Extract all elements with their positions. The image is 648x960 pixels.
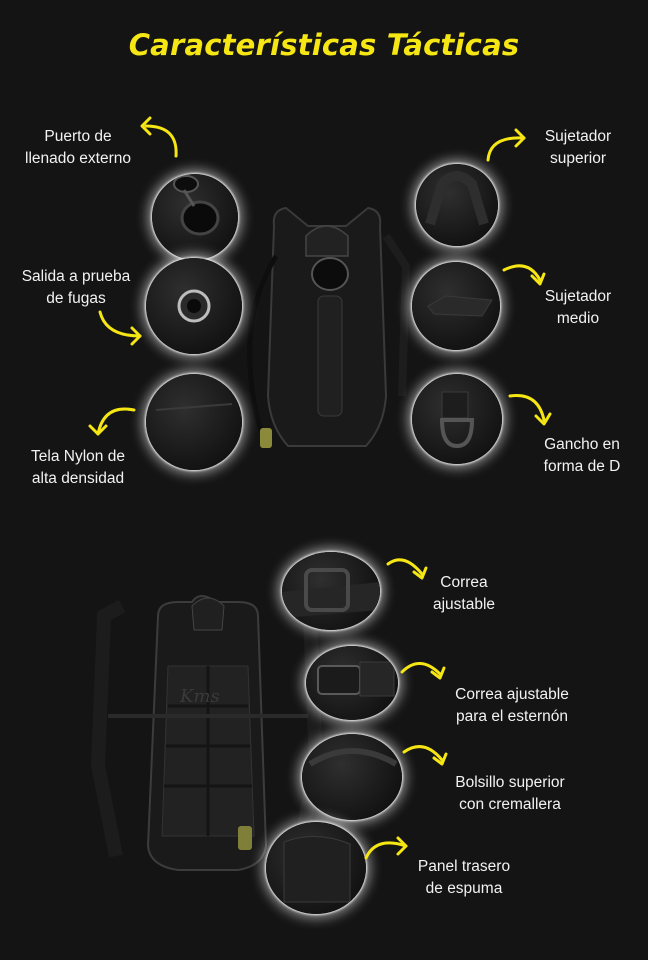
leakproof-outlet-circle xyxy=(146,258,242,354)
d-ring-circle xyxy=(412,374,502,464)
sternum-buckle-circle xyxy=(306,646,398,720)
label-middle-strap: Sujetador medio xyxy=(544,288,612,327)
middle-strap-circle xyxy=(412,262,500,350)
label-zipper-pocket: Bolsillo superior con cremallera xyxy=(455,774,565,813)
label-leakproof: Salida a prueba de fugas xyxy=(21,268,131,307)
label-d-ring: Gancho en forma de D xyxy=(543,436,621,475)
arrow-zipper-pocket-icon xyxy=(402,745,448,766)
buckle-strap-circle xyxy=(282,552,380,630)
foam-panel-icon xyxy=(283,835,351,903)
arrow-top-handle-icon xyxy=(486,128,526,162)
middle-strap-icon xyxy=(427,295,493,317)
backpack-front-image xyxy=(247,206,411,448)
top-handle-icon xyxy=(425,171,489,226)
arrow-leakproof-icon xyxy=(98,310,142,346)
buckle-strap-icon xyxy=(282,568,380,618)
label-sternum-strap: Correa ajustable para el esternón xyxy=(455,686,569,725)
foam-panel-circle xyxy=(266,822,366,914)
label-foam-panel: Panel trasero de espuma xyxy=(417,858,511,897)
arrow-sternum-strap-icon xyxy=(400,662,446,680)
arrow-nylon-icon xyxy=(88,407,136,436)
page-title: Características Tácticas xyxy=(128,28,520,62)
label-fill-port: Puerto de llenado externo xyxy=(25,128,131,167)
arrow-middle-strap-icon xyxy=(502,264,546,286)
arrow-d-ring-icon xyxy=(508,394,552,426)
nylon-fabric-icon xyxy=(155,403,233,411)
zipper-pocket-icon xyxy=(308,748,398,767)
leakproof-outlet-icon xyxy=(177,289,211,323)
arrow-fill-port-icon xyxy=(140,116,178,158)
fill-port-icon xyxy=(173,175,220,236)
arrow-foam-panel-icon xyxy=(364,836,408,860)
label-top-handle: Sujetador superior xyxy=(544,128,612,167)
backpack-back-image: Kms xyxy=(90,595,324,871)
svg-text:Kms: Kms xyxy=(179,686,220,707)
zipper-pocket-circle xyxy=(302,734,402,820)
arrow-buckle-strap-icon xyxy=(386,558,428,580)
d-ring-icon xyxy=(439,391,475,449)
sternum-buckle-icon xyxy=(317,661,395,697)
top-handle-circle xyxy=(416,164,498,246)
label-buckle-strap: Correa ajustable xyxy=(432,574,496,613)
fill-port-circle xyxy=(152,174,238,260)
nylon-fabric-circle xyxy=(146,374,242,470)
label-nylon: Tela Nylon de alta densidad xyxy=(31,448,125,487)
